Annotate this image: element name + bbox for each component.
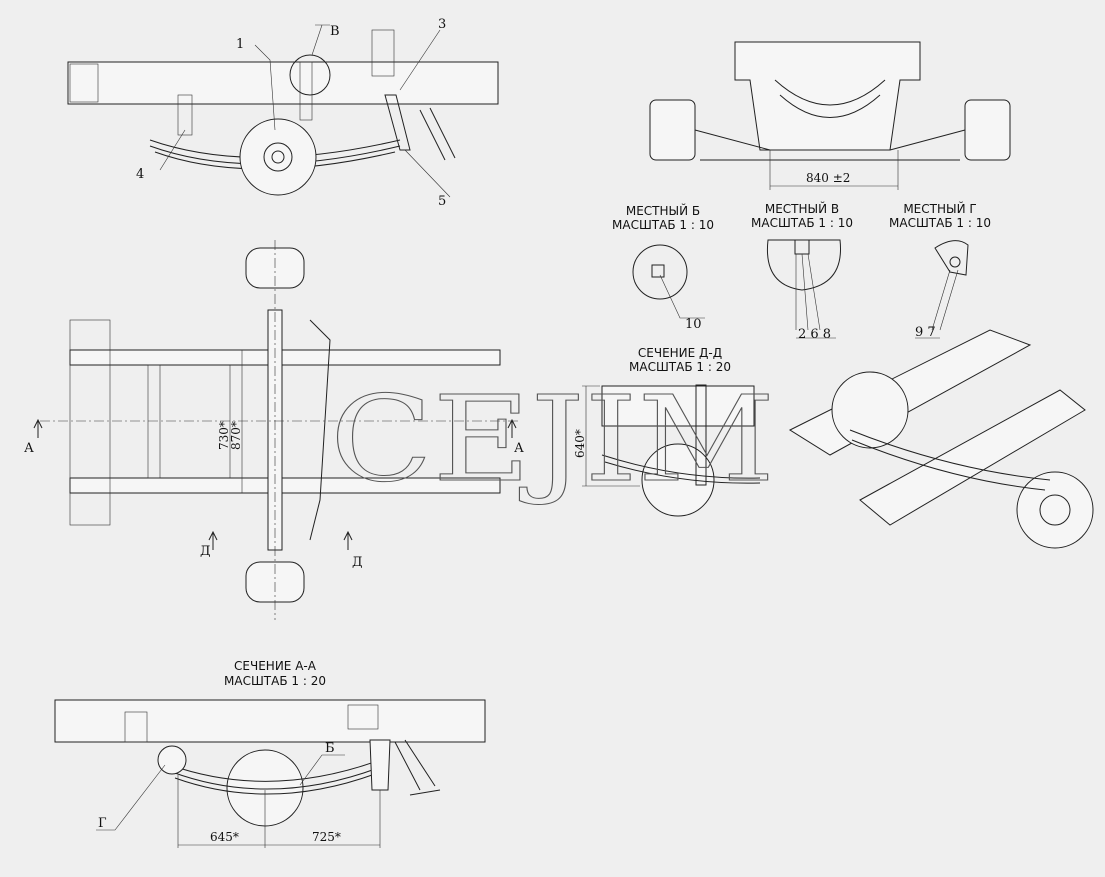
section-a-marker-left: А — [24, 441, 34, 456]
front-view: 840 ±2 — [649, 41, 1011, 190]
detail-g: МЕСТНЫЙ Г МАСШТАБ 1 : 10 9 7 — [889, 201, 991, 340]
callout-v: В — [330, 24, 340, 39]
detail-b-title: МЕСТНЫЙ Б — [626, 203, 700, 218]
detail-v-title: МЕСТНЫЙ В — [765, 201, 839, 216]
detail-g-title: МЕСТНЫЙ Г — [903, 201, 976, 216]
callout-1: 1 — [236, 37, 244, 52]
section-dd: СЕЧЕНИЕ Д-Д МАСШТАБ 1 : 20 640* — [573, 346, 761, 517]
callouts-9-7: 9 7 — [915, 325, 936, 340]
callout-b: Б — [325, 741, 335, 756]
callout-5: 5 — [438, 194, 446, 209]
section-d-marker-left: Д — [200, 544, 211, 559]
dimension-730: 730* — [217, 421, 231, 450]
dimension-840: 840 ±2 — [806, 171, 850, 185]
detail-b: МЕСТНЫЙ Б МАСШТАБ 1 : 10 10 — [612, 203, 714, 332]
section-a-marker-right: А — [514, 441, 524, 456]
detail-g-scale: МАСШТАБ 1 : 10 — [889, 216, 991, 230]
section-aa-title: СЕЧЕНИЕ А-А — [234, 659, 317, 673]
side-view-top: 1 В 3 4 5 — [67, 17, 499, 209]
section-aa-scale: МАСШТАБ 1 : 20 — [224, 674, 326, 688]
isometric-view — [788, 329, 1094, 549]
section-dd-title: СЕЧЕНИЕ Д-Д — [638, 346, 722, 360]
dimension-645: 645* — [210, 830, 239, 844]
callout-g: Г — [98, 816, 107, 831]
callout-4: 4 — [136, 167, 144, 182]
dimension-725: 725* — [312, 830, 341, 844]
dimension-640: 640* — [573, 429, 587, 458]
callout-10: 10 — [685, 317, 702, 332]
section-aa: СЕЧЕНИЕ А-А МАСШТАБ 1 : 20 Г Б 645* 725* — [54, 659, 486, 848]
callout-3: 3 — [438, 17, 446, 32]
detail-b-scale: МАСШТАБ 1 : 10 — [612, 218, 714, 232]
section-d-marker-right: Д — [352, 555, 363, 570]
detail-v: МЕСТНЫЙ В МАСШТАБ 1 : 10 2 6 8 — [751, 201, 853, 342]
dimension-870: 870* — [229, 421, 243, 450]
watermark-logo: CEJIM — [330, 370, 775, 508]
section-dd-scale: МАСШТАБ 1 : 20 — [629, 360, 731, 374]
detail-v-scale: МАСШТАБ 1 : 10 — [751, 216, 853, 230]
callouts-2-6-8: 2 6 8 — [798, 327, 831, 342]
plan-view: 730* 870* А А Д Д — [24, 240, 524, 620]
